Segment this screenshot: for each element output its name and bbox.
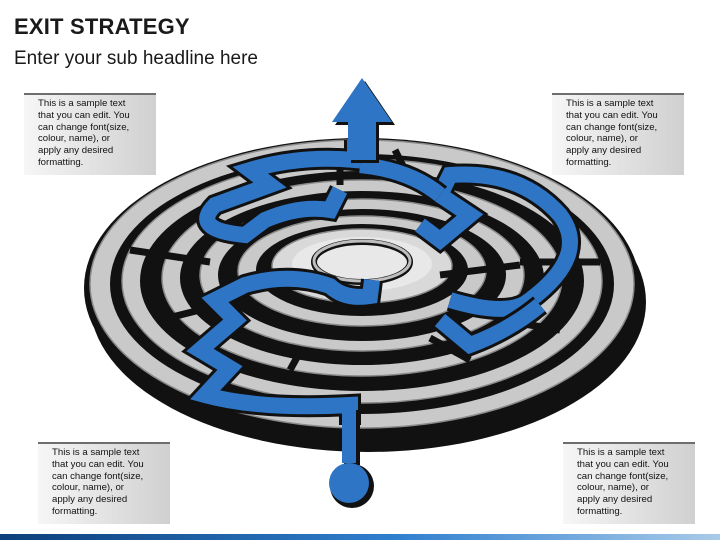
- text-line: apply any desired: [38, 145, 114, 157]
- text-line: This is a sample text: [38, 98, 126, 109]
- up-arrow-icon: [332, 78, 395, 163]
- text-line: that you can edit. You: [38, 109, 130, 121]
- text-line: formatting.: [52, 505, 98, 517]
- text-line: colour, name), or: [52, 482, 124, 494]
- text-line: apply any desired: [52, 494, 128, 506]
- text-line: that you can edit. You: [52, 458, 144, 470]
- text-line: This is a sample text: [577, 447, 665, 458]
- text-line: This is a sample text: [52, 447, 140, 458]
- page-subtitle: Enter your sub headline here: [14, 48, 258, 69]
- text-line: colour, name), or: [38, 133, 110, 145]
- text-box-top-left[interactable]: This is a sample text that you can edit.…: [24, 93, 156, 175]
- text-line: formatting.: [566, 156, 612, 168]
- circle-pin-icon: [329, 408, 374, 508]
- page-title: EXIT STRATEGY: [14, 14, 190, 39]
- text-box-bottom-left[interactable]: This is a sample text that you can edit.…: [38, 442, 170, 524]
- text-line: formatting.: [577, 505, 623, 517]
- text-line: can change font(size,: [577, 470, 669, 482]
- maze-solution-path: [181, 140, 581, 425]
- text-line: that you can edit. You: [577, 458, 669, 470]
- text-box-bottom-right[interactable]: This is a sample text that you can edit.…: [563, 442, 695, 524]
- text-line: apply any desired: [566, 145, 642, 157]
- text-line: colour, name), or: [566, 133, 638, 145]
- text-line: This is a sample text: [566, 98, 654, 109]
- text-line: formatting.: [38, 156, 84, 168]
- text-line: can change font(size,: [52, 470, 144, 482]
- text-box-top-right[interactable]: This is a sample text that you can edit.…: [552, 93, 684, 175]
- text-line: can change font(size,: [566, 121, 658, 133]
- footer-accent-bar: [0, 534, 720, 540]
- text-line: that you can edit. You: [566, 109, 658, 121]
- text-line: can change font(size,: [38, 121, 130, 133]
- text-line: colour, name), or: [577, 482, 649, 494]
- text-line: apply any desired: [577, 494, 653, 506]
